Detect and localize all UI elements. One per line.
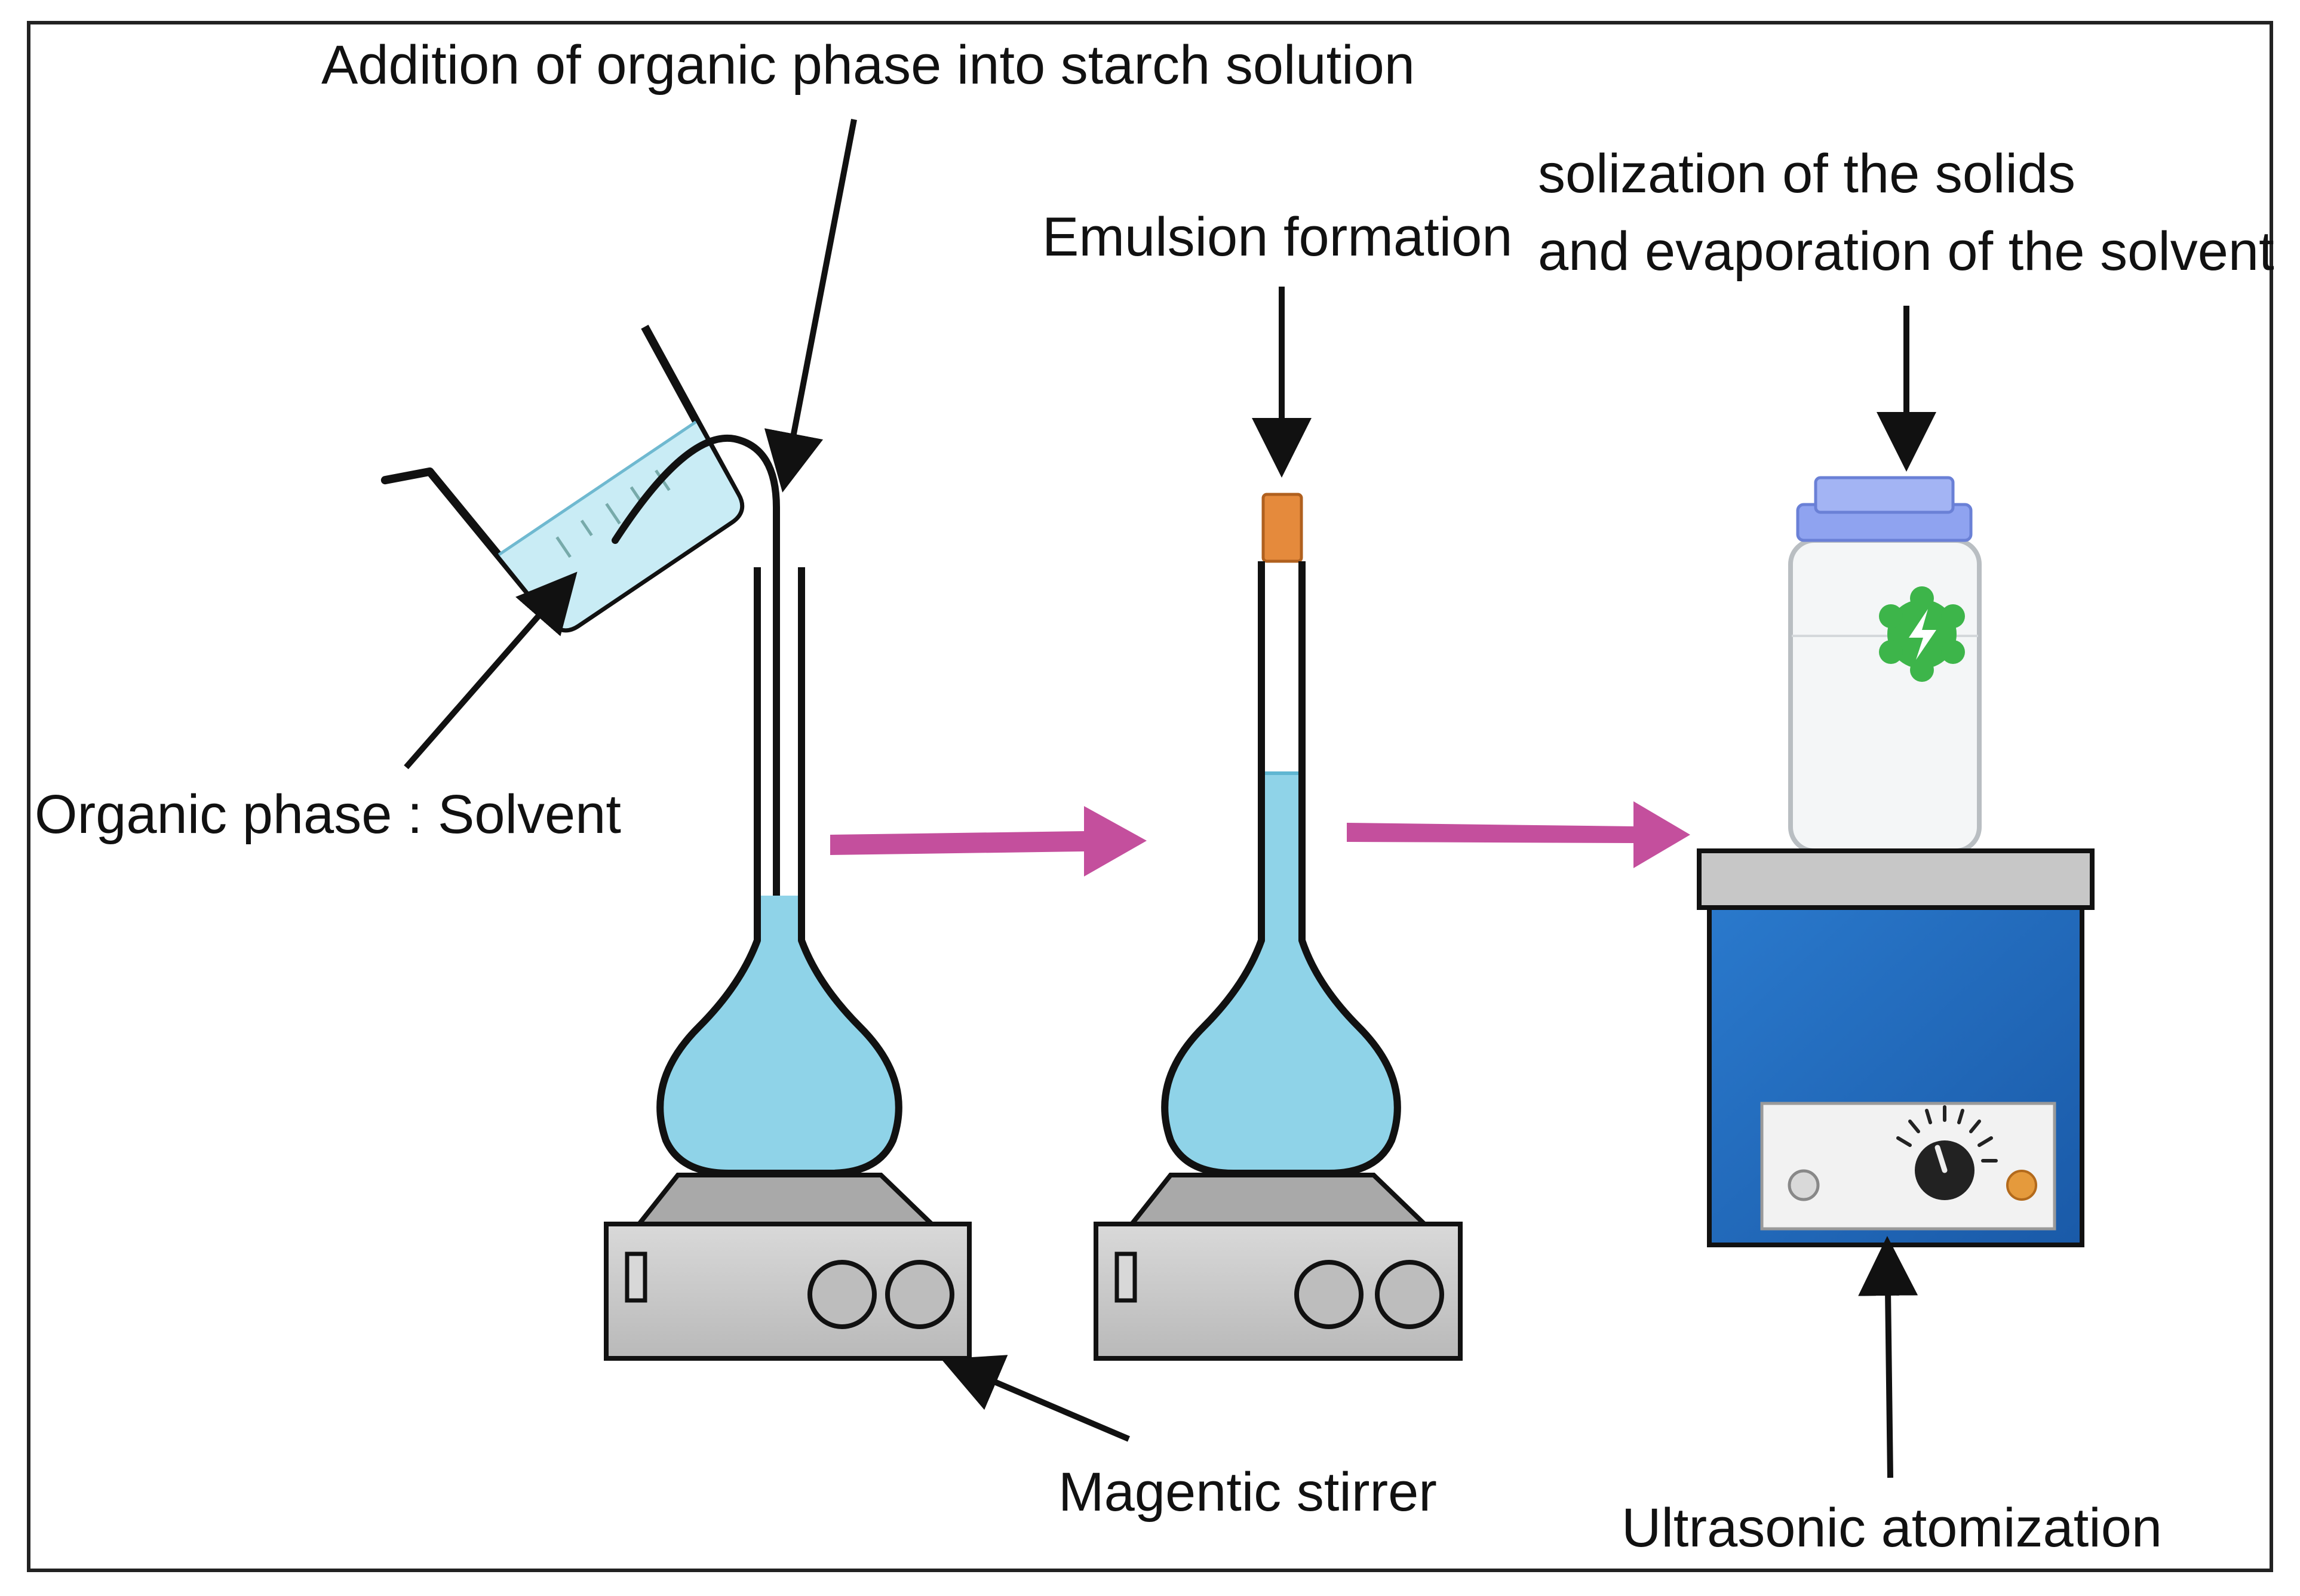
ultrasonic-device (1697, 848, 2095, 1247)
label-solization-line2: and evaporation of the solvent (1538, 221, 2274, 282)
bottle (1788, 476, 1982, 853)
indicator-light-right (2006, 1170, 2037, 1201)
pointer-addition (764, 119, 857, 493)
label-organic-phase: Organic phase : Solvent (35, 784, 621, 845)
pointer-magnetic-stirrer (941, 1355, 1130, 1442)
diagram-frame (27, 21, 2273, 1572)
stopper (1261, 493, 1303, 563)
pointer-ultrasonic (1858, 1236, 1918, 1478)
knob-icon (1896, 1105, 1998, 1200)
control-panel (1760, 1102, 2056, 1231)
process-arrow-2 (1347, 801, 1690, 868)
label-emulsion: Emulsion formation (1042, 207, 1512, 267)
indicator-light-left (1788, 1169, 1820, 1201)
process-arrow-1 (830, 806, 1147, 877)
magnetic-stirrer-middle (1094, 1173, 1463, 1361)
label-magnetic-stirrer: Magentic stirrer (1058, 1462, 1437, 1523)
pointer-organic-phase (404, 571, 578, 770)
lightning-badge-icon (1879, 586, 1965, 682)
label-addition: Addition of organic phase into starch so… (321, 35, 1415, 96)
magnetic-stirrer-left (604, 1173, 972, 1361)
label-solization-line1: solization of the solids (1538, 143, 2075, 204)
label-ultrasonic: Ultrasonic atomization (1622, 1497, 2162, 1558)
